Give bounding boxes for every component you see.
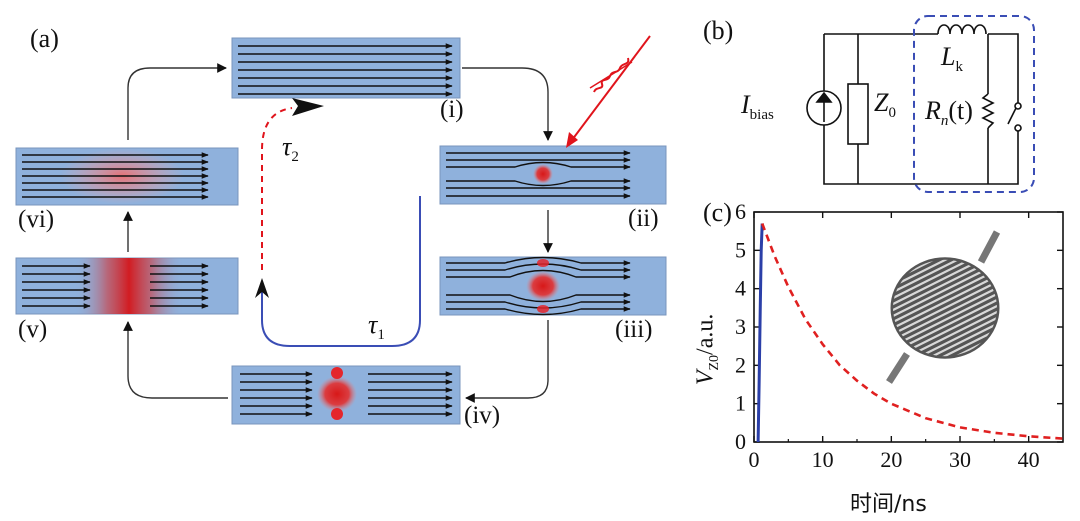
- inset-meander-line: [893, 259, 997, 313]
- stage-label-iii: (iii): [615, 316, 653, 343]
- tau1-curve: [261, 196, 421, 347]
- resistance-label: Rn(t): [925, 96, 973, 130]
- stage-label-ii: (ii): [628, 205, 659, 232]
- resistor-zigzag: [981, 93, 995, 129]
- strip-iii: [439, 256, 667, 316]
- tau2-curve: [261, 107, 293, 270]
- inset-meander-line: [893, 279, 997, 357]
- panel-a-label: (a): [30, 24, 59, 53]
- series-line-decay: [760, 223, 1064, 440]
- inset-meander-line: [893, 297, 997, 357]
- inset-meander-line: [893, 259, 997, 301]
- y-axis-label: VZ0/a.u.: [692, 313, 723, 386]
- strip-v: [15, 257, 239, 315]
- stage-label-vi: (vi): [18, 206, 55, 233]
- x-tick-label: 20: [880, 447, 902, 472]
- stage-label-iv: (iv): [464, 402, 501, 429]
- y-tick-label: 4: [735, 276, 746, 301]
- inset-meander-line: [893, 285, 997, 357]
- tau2-arrowhead: [292, 98, 324, 116]
- panel-c-chart: 0 10 20 30 40 0 1 2 3 4 5 6: [735, 199, 1064, 472]
- kinetic-dashed-box: [913, 15, 1035, 193]
- inset-lead-top: [977, 230, 1001, 264]
- y-tick-label: 6: [735, 199, 746, 224]
- inset-meander-line: [893, 259, 997, 331]
- inset-meander-line: [893, 259, 997, 319]
- bias-current-label: Ibias: [741, 90, 774, 124]
- photon-arrow: [566, 35, 651, 148]
- inset-meander-line: [893, 273, 997, 355]
- inset-meander-line: [893, 303, 997, 357]
- inset-meander-line: [893, 309, 997, 357]
- tau2-label: τ2: [282, 132, 299, 166]
- panel-a: [15, 35, 667, 425]
- switch-lever: [1007, 107, 1017, 125]
- panel-b-label: (b): [703, 16, 734, 45]
- x-tick-label: 30: [949, 447, 971, 472]
- strip-i: [231, 37, 461, 99]
- inductor-coil: [937, 24, 987, 35]
- inset-meander-line: [893, 259, 997, 307]
- panel-b-circuit: [806, 24, 1022, 185]
- inset-meander-line: [893, 259, 997, 337]
- strip-iv: [231, 365, 461, 425]
- inset-meander-line: [893, 261, 997, 343]
- impedance-box: [847, 83, 869, 145]
- inductance-label: Lk: [941, 42, 963, 76]
- cycle-arrows: [123, 63, 553, 403]
- inset-meander-line: [893, 315, 997, 357]
- x-tick-label: 0: [749, 447, 760, 472]
- tau1-arrowhead: [255, 278, 269, 298]
- x-axis-label: 时间/ns: [850, 492, 927, 517]
- stage-label-v: (v): [18, 316, 48, 343]
- y-tick-label: 1: [735, 391, 746, 416]
- strip-vi: [15, 147, 239, 206]
- panel-c-label: (c): [703, 198, 732, 227]
- inset-meander-line: [893, 291, 997, 357]
- x-tick-label: 40: [1018, 447, 1040, 472]
- inset-meander-line: [893, 259, 997, 325]
- tau1-label: τ1: [368, 310, 385, 344]
- impedance-label: Z0: [874, 88, 896, 122]
- stage-label-i: (i): [440, 96, 464, 123]
- x-tick-label: 10: [812, 447, 834, 472]
- inset-lead-bottom: [886, 352, 910, 384]
- series-line-rise: [756, 223, 764, 443]
- y-tick-label: 5: [735, 237, 746, 262]
- strip-ii: [439, 145, 667, 205]
- y-tick-label: 3: [735, 314, 746, 339]
- inset-meander-line: [893, 267, 997, 349]
- y-tick-label: 2: [735, 352, 746, 377]
- y-tick-label: 0: [735, 429, 746, 454]
